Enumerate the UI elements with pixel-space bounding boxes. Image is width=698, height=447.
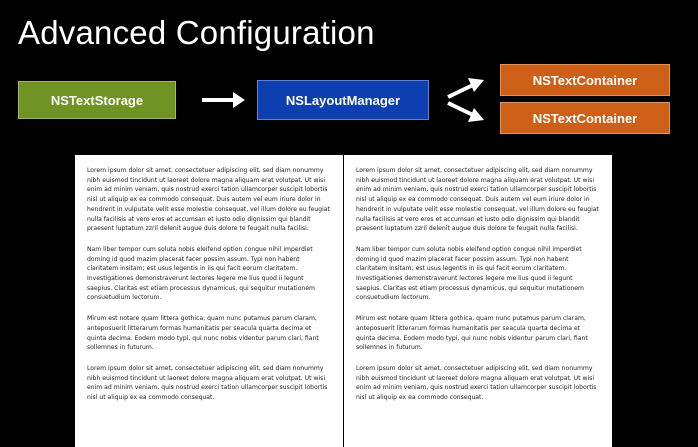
page-paragraph: Lorem ipsum dolor sit amet, consectetuer…	[87, 364, 328, 402]
arrow-shaft	[447, 101, 474, 117]
arrow-head	[233, 92, 245, 108]
text-page-right: Lorem ipsum dolor sit amet, consectetuer…	[344, 155, 612, 447]
text-storage-node: NSTextStorage	[18, 81, 176, 119]
arrow-shaft	[447, 83, 474, 99]
arrow-head	[468, 108, 484, 122]
text-page-left: Lorem ipsum dolor sit amet, consectetuer…	[75, 155, 343, 447]
page-paragraph: Lorem ipsum dolor sit amet, consectetuer…	[87, 167, 330, 233]
page-paragraph: Mirum est notare quam littera gothica, q…	[87, 315, 319, 352]
page-paragraph: Mirum est notare quam littera gothica, q…	[356, 315, 588, 352]
arrow-layout-to-container-2	[447, 101, 484, 122]
page-paragraph: Nam liber tempor cum soluta nobis eleife…	[87, 245, 315, 302]
arrow-storage-to-layout	[202, 92, 245, 108]
slide-title: Advanced Configuration	[18, 14, 375, 51]
text-container-node-2: NSTextContainer	[500, 102, 670, 134]
arrow-head	[468, 78, 484, 92]
page-paragraph: Nam liber tempor cum soluta nobis eleife…	[356, 245, 584, 302]
text-container-node-1: NSTextContainer	[500, 64, 670, 96]
page-paragraph: Lorem ipsum dolor sit amet, consectetuer…	[356, 167, 599, 233]
page-paragraph: Lorem ipsum dolor sit amet, consectetuer…	[356, 364, 597, 402]
layout-manager-node: NSLayoutManager	[257, 80, 429, 120]
arrow-layout-to-container-1	[447, 78, 484, 99]
